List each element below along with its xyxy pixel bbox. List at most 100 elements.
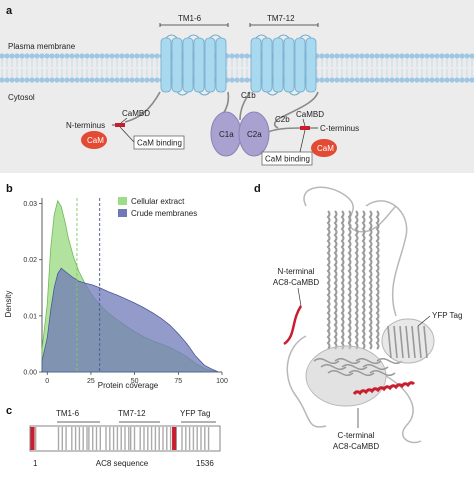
cam-binding-n-box	[133, 135, 185, 150]
lipid-head	[0, 77, 5, 83]
lipid-head	[414, 53, 420, 59]
lipid-head	[119, 53, 125, 59]
lipid-head	[429, 77, 435, 83]
lipid-head	[439, 77, 445, 83]
seq-tm1-6-label: TM1-6	[56, 409, 80, 418]
y-tick-label: 0.02	[23, 257, 37, 264]
cambd-c-region	[300, 126, 310, 130]
lipid-head	[454, 77, 460, 83]
cambd-n-region	[115, 123, 125, 127]
lipid-head	[419, 53, 425, 59]
seq-yfp-label: YFP Tag	[180, 409, 210, 418]
lipid-head	[469, 53, 474, 59]
lipid-head	[239, 77, 245, 83]
lipid-head	[24, 53, 30, 59]
y-axis-label: Density	[4, 291, 13, 318]
lipid-head	[419, 77, 425, 83]
lipid-head	[409, 53, 415, 59]
lipid-head	[379, 77, 385, 83]
tm-helix	[305, 37, 317, 93]
lipid-head	[329, 53, 335, 59]
helix	[347, 210, 352, 350]
lipid-head	[464, 53, 470, 59]
lipid-head	[149, 77, 155, 83]
lipid-head	[324, 77, 330, 83]
lipid-head	[64, 53, 70, 59]
lipid-head	[414, 77, 420, 83]
panel-b-label: b	[6, 183, 13, 195]
lipid-head	[74, 77, 80, 83]
lipid-head	[129, 53, 135, 59]
lipid-head	[434, 53, 440, 59]
c1b-label: C1b	[241, 91, 256, 100]
tm-helix	[294, 37, 306, 93]
lipid-head	[104, 77, 110, 83]
n-terminal-label-1: N-terminal	[278, 267, 315, 276]
lipid-head	[89, 77, 95, 83]
lipid-head	[54, 53, 60, 59]
helix	[361, 210, 366, 350]
lipid-head	[434, 77, 440, 83]
lipid-head	[389, 77, 395, 83]
lipid-head	[29, 77, 35, 83]
lipid-head	[364, 53, 370, 59]
lipid-head	[349, 53, 355, 59]
c-terminal-label-1: C-terminal	[338, 431, 375, 440]
cambd-marker	[173, 427, 177, 450]
lipid-head	[369, 53, 375, 59]
panel-a-diagram: a Plasma membrane Cytosol TM1-6 TM7-12 C…	[0, 0, 474, 173]
lipid-head	[464, 77, 470, 83]
x-tick-label: 50	[131, 378, 139, 385]
lipid-head	[324, 53, 330, 59]
lipid-head	[459, 53, 465, 59]
helix	[354, 210, 359, 350]
lipid-head	[84, 53, 90, 59]
tm-helix	[193, 37, 205, 93]
lipid-head	[134, 77, 140, 83]
lipid-head	[354, 53, 360, 59]
helix	[368, 210, 373, 350]
lipid-head	[109, 77, 115, 83]
lipid-head	[104, 53, 110, 59]
lipid-head	[39, 77, 45, 83]
lipid-head	[244, 53, 250, 59]
cam-binding-n-label: CaM binding	[137, 139, 182, 148]
cam-n-label: CaM	[87, 136, 104, 145]
panel-c-label: c	[6, 405, 12, 417]
lipid-head	[229, 53, 235, 59]
tm-helix	[215, 37, 227, 93]
c2a-label: C2a	[247, 130, 262, 139]
lipid-head	[24, 77, 30, 83]
lipid-head	[9, 77, 15, 83]
lipid-head	[114, 77, 120, 83]
lipid-head	[4, 53, 10, 59]
lipid-head	[439, 53, 445, 59]
cam-c-label: CaM	[317, 144, 334, 153]
panel-d: d N-terminal AC8-CaMBD YFP Tag C-termina…	[236, 176, 474, 474]
x-tick-label: 0	[45, 378, 49, 385]
lipid-head	[89, 53, 95, 59]
y-tick-label: 0.03	[23, 201, 37, 208]
sequence-map: c TM1-6 TM7-12 YFP Tag 1 AC8 sequence 15…	[6, 405, 221, 468]
cambd-n-label: CaMBD	[122, 109, 150, 118]
tm-helix	[250, 37, 262, 93]
cambd-c-label: CaMBD	[296, 110, 324, 119]
lipid-head	[359, 77, 365, 83]
c2-linker	[273, 91, 319, 129]
tm-helix	[182, 37, 194, 93]
tm-helix	[283, 37, 295, 93]
lipid-head	[359, 53, 365, 59]
lipid-head	[0, 53, 5, 59]
lipid-head	[44, 53, 50, 59]
cambd-marker	[30, 427, 33, 450]
lipid-head	[59, 53, 65, 59]
lipid-head	[34, 77, 40, 83]
lipid-head	[94, 77, 100, 83]
lipid-head	[79, 77, 85, 83]
lipid-head	[319, 77, 325, 83]
lipid-head	[404, 53, 410, 59]
cam-c	[311, 139, 337, 157]
lipid-head	[399, 77, 405, 83]
lipid-head	[334, 53, 340, 59]
